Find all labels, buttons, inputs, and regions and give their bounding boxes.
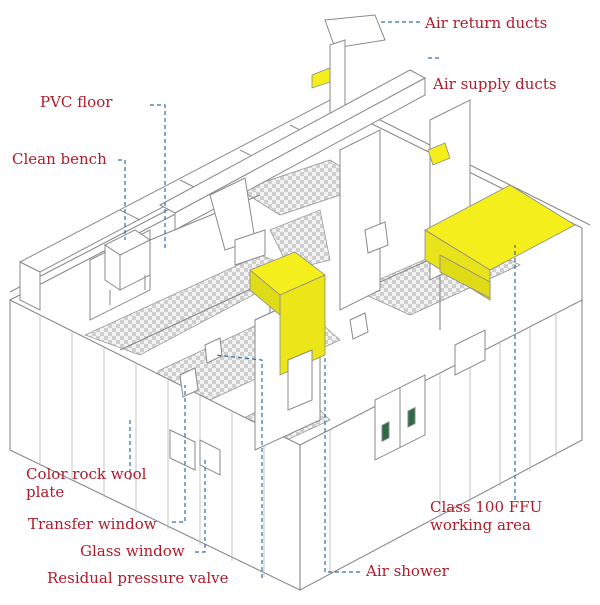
glass-windows [169,329,486,476]
pvc-floor-label: PVC floor [40,93,113,111]
glass-window-label: Glass window [80,542,185,560]
residual-pressure-valve-label: Residual pressure valve [47,569,229,587]
leader-lines [118,21,516,578]
air-supply-ducts [158,69,427,266]
wall-panels-left [39,315,265,577]
air-shower-door [287,349,426,461]
clean-bench-label: Clean bench [12,150,107,168]
leader-pvc-floor [150,104,166,250]
leader-air-shower [324,355,360,573]
transfer-window-label: Transfer window [28,515,157,533]
leader-glass-window [195,460,206,553]
ffu-highlights [249,67,576,376]
leader-clean-bench [118,159,126,240]
air-return-ducts-label: Air return ducts [425,14,548,32]
transfer-windows [179,221,389,398]
air-supply-ducts-label: Air supply ducts [433,75,557,93]
air-shower-label: Air shower [366,562,449,580]
clean-bench [104,229,151,305]
leader-residual-valve [214,354,263,578]
class-100-ffu-label: Class 100 FFU working area [430,498,543,534]
color-rock-wool-plate-label: Color rock wool plate [26,465,147,501]
wall-panels-right [329,313,557,574]
